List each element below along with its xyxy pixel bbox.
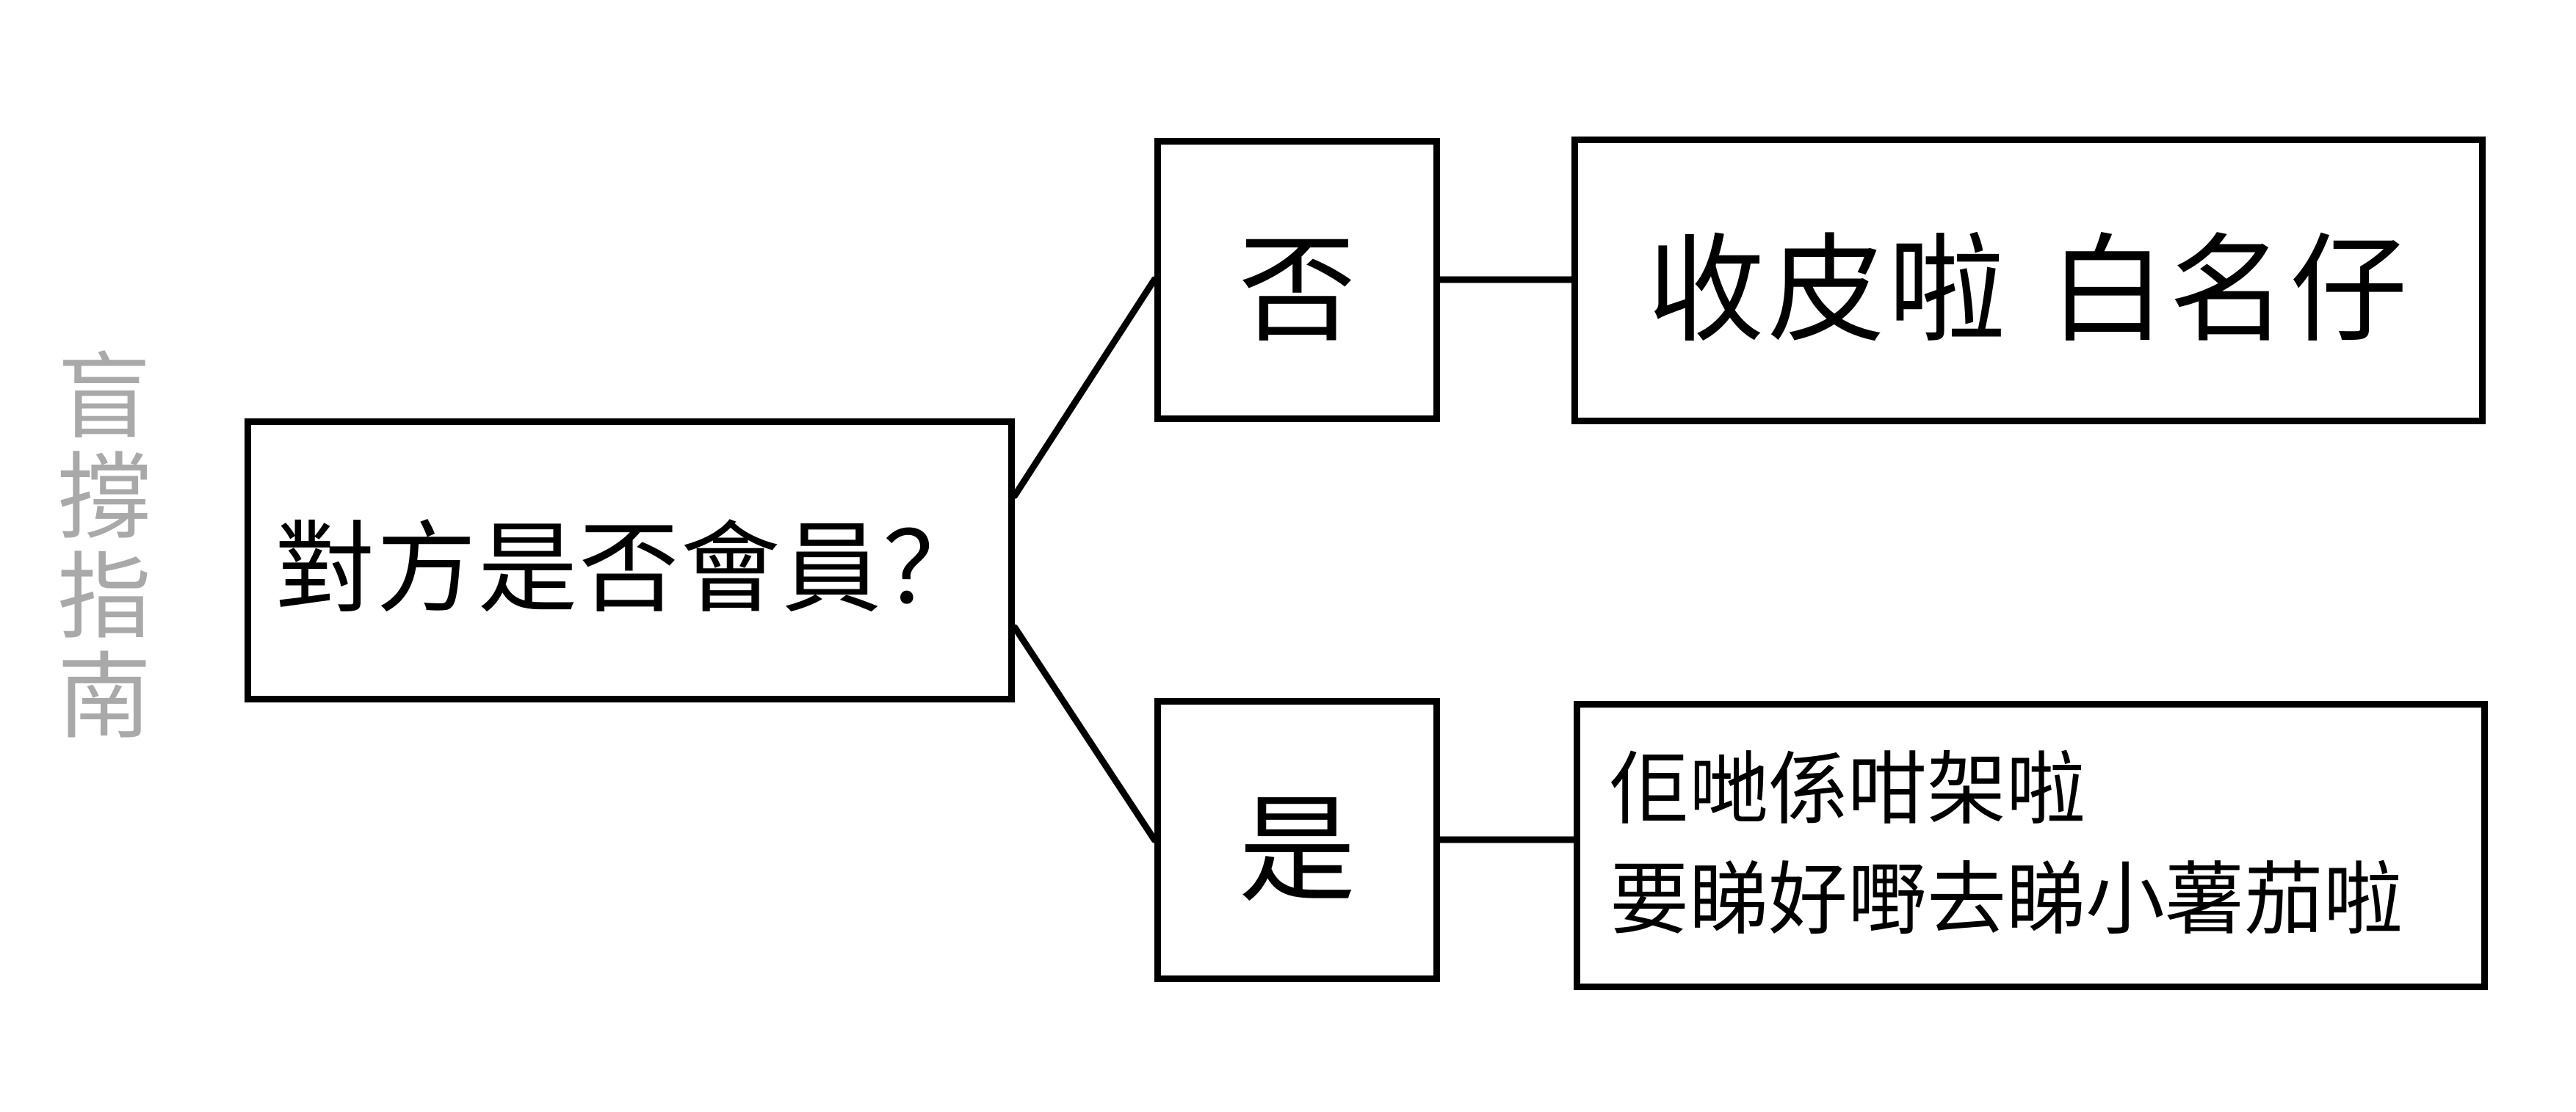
yes-result-line-1: 佢哋係咁架啦	[1610, 744, 2086, 836]
no-label: 否	[1238, 221, 1356, 359]
yes-result-node: 佢哋係咁架啦 要睇好嘢去睇小薯茄啦	[1574, 701, 2488, 990]
side-title: 盲撐指南	[57, 344, 151, 752]
question-node: 對方是否會員？	[245, 418, 1015, 702]
no-result-node: 收皮啦 白名仔	[1571, 137, 2486, 424]
yes-node: 是	[1154, 698, 1440, 982]
no-result-label: 收皮啦 白名仔	[1647, 222, 2410, 359]
question-label: 對方是否會員？	[275, 512, 985, 628]
question-to-yes-connector	[1011, 624, 1158, 843]
yes-result-line-2: 要睇好嘢去睇小薯茄啦	[1610, 854, 2403, 946]
yes-result-text: 佢哋係咁架啦 要睇好嘢去睇小薯茄啦	[1610, 735, 2403, 956]
question-to-no-connector	[1011, 276, 1158, 499]
no-node: 否	[1154, 138, 1440, 422]
yes-label: 是	[1238, 781, 1356, 919]
